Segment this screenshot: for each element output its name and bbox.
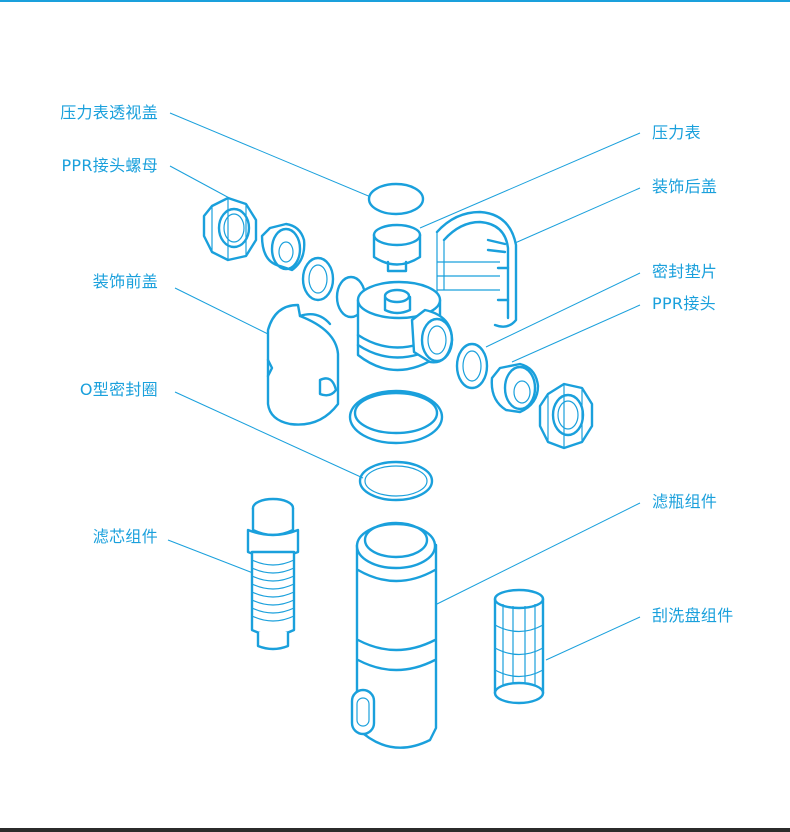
leader-line-filter-bottle	[434, 502, 641, 606]
label-gasket: 密封垫片	[652, 262, 718, 281]
front-cover-part	[266, 303, 340, 426]
gauge-cover-part	[367, 182, 425, 216]
gasket-right-part	[455, 342, 489, 390]
pressure-gauge-part	[372, 223, 422, 273]
label-ppr-nut: PPR接头螺母	[61, 156, 158, 175]
label-scraper: 刮洗盘组件	[652, 606, 734, 625]
scraper-part	[493, 588, 545, 705]
ppr-joint-left-part	[260, 222, 306, 272]
leader-line-front-cover	[174, 287, 271, 336]
ppr-joint-right-part	[490, 362, 540, 414]
leader-line-ppr-nut	[169, 165, 234, 201]
label-o-ring: O型密封圈	[79, 380, 158, 399]
filter-bottle-part	[350, 521, 438, 749]
leader-lines	[167, 112, 641, 661]
label-filter-bottle: 滤瓶组件	[652, 492, 718, 511]
o-ring-part	[358, 460, 434, 502]
leader-line-filter-core	[167, 539, 254, 574]
leader-line-gauge	[419, 132, 641, 229]
valve-body-part	[335, 275, 454, 372]
ppr-nut-left-part	[202, 196, 258, 262]
label-front-cover: 装饰前盖	[92, 272, 158, 291]
leader-line-scraper	[545, 616, 641, 661]
label-pressure-gauge-cover: 压力表透视盖	[60, 103, 158, 122]
bottom-divider	[0, 828, 790, 832]
label-pressure-gauge: 压力表	[652, 123, 701, 142]
bottle-cap-ring-part	[348, 389, 444, 445]
leader-line-gauge-cover	[169, 112, 391, 206]
leader-line-rear-cover	[514, 187, 641, 244]
leader-line-o-ring	[174, 391, 364, 479]
leader-line-gasket	[485, 272, 641, 348]
top-divider	[0, 0, 790, 2]
label-filter-core: 滤芯组件	[92, 527, 158, 546]
ppr-nut-right-part	[538, 382, 594, 450]
gasket-left-part	[301, 256, 335, 302]
label-ppr-joint: PPR接头	[652, 294, 716, 313]
rear-cover-part	[435, 210, 518, 328]
leader-line-ppr-joint	[511, 304, 641, 363]
label-rear-cover: 装饰后盖	[652, 177, 718, 196]
filter-core-part	[246, 497, 300, 651]
